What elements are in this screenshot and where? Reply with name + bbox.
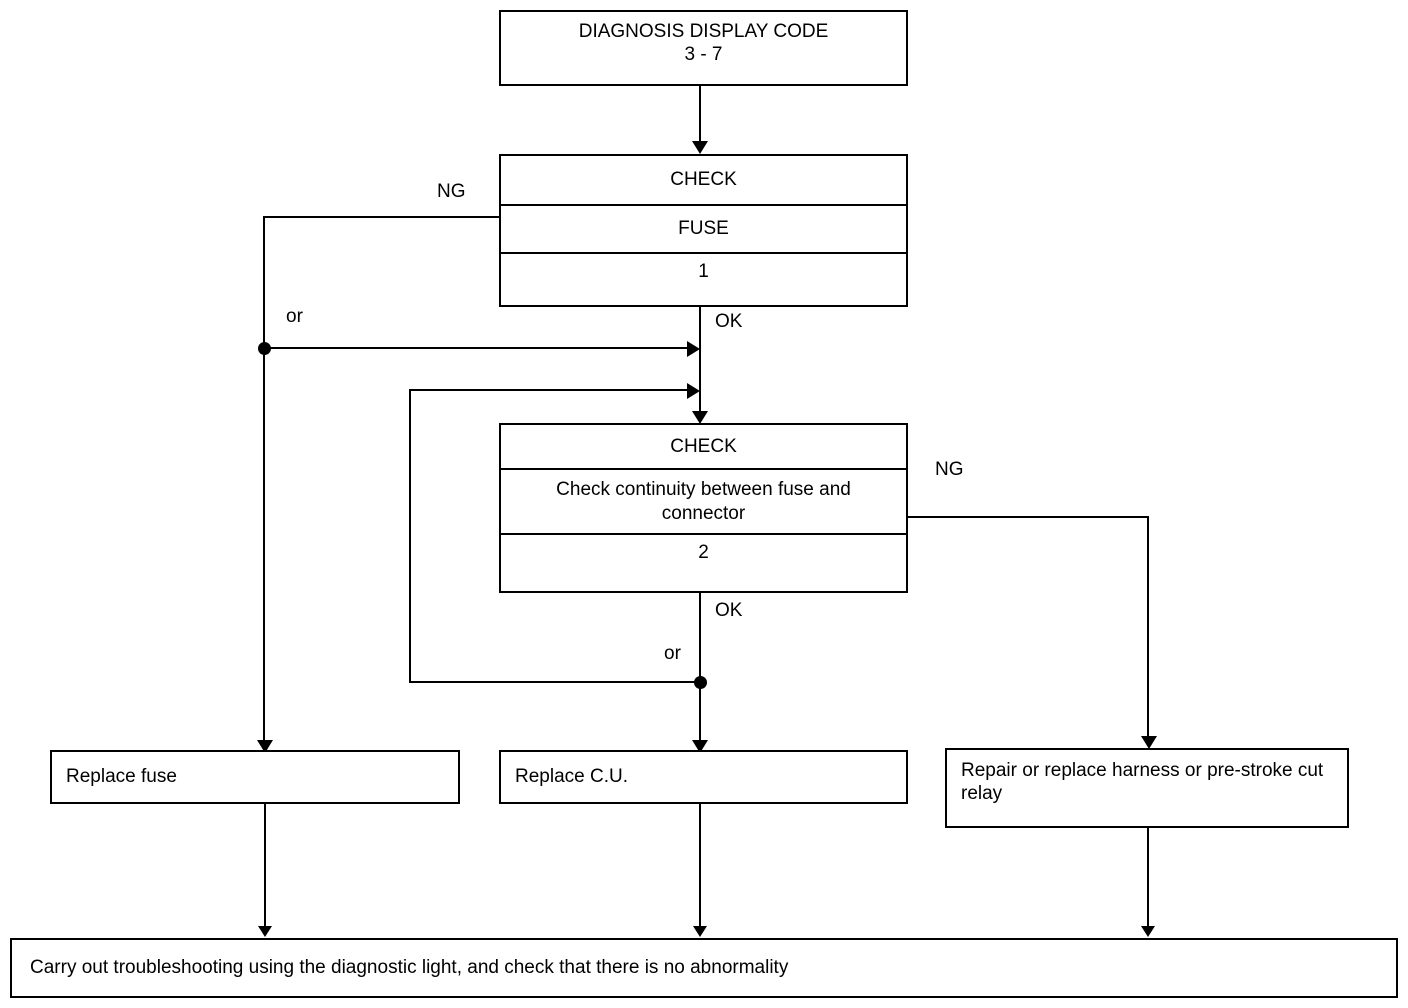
arrowhead-ng1-to-replace-fuse [257,740,273,753]
footer-box: Carry out troubleshooting using the diag… [10,938,1398,998]
connector-check1-ng-vertical [263,216,265,754]
check-box-2-header: CHECK [501,425,906,470]
edge-label-ng-2: NG [935,459,964,480]
edge-label-ok-2: OK [715,600,743,621]
action-box-replace-fuse-label: Replace fuse [52,752,458,802]
connector-start-to-check1 [699,86,701,142]
arrowhead-ng2-to-repair-harness [1141,736,1157,749]
footer-box-label: Carry out troubleshooting using the diag… [12,940,1396,996]
connector-or2-loop-horizontal [409,681,700,683]
arrowhead-or2-feedback [687,383,700,399]
action-box-replace-cu: Replace C.U. [499,750,908,804]
action-box-repair-harness-label: Repair or replace harness or pre-stroke … [947,750,1347,826]
check-box-1: CHECK FUSE 1 [499,154,908,307]
connector-or2-loop-vertical [409,389,411,683]
edge-label-ng-1: NG [437,181,466,202]
arrowhead-ok2-to-replace-cu [692,740,708,753]
connector-check1-ok-vertical [699,307,701,415]
arrowhead-replace-cu-to-footer [693,926,707,937]
action-box-replace-fuse: Replace fuse [50,750,460,804]
edge-label-ok-1: OK [715,311,743,332]
connector-check2-ng-horizontal [906,516,1149,518]
edge-label-or-1: or [286,306,303,327]
start-box-line2: 3 - 7 [684,44,723,66]
start-box-line1: DIAGNOSIS DISPLAY CODE [578,21,829,42]
arrowhead-start-to-check1 [692,141,708,154]
connector-replace-fuse-to-footer [264,804,266,930]
connector-check2-ng-vertical [1147,516,1149,741]
check-box-1-header: CHECK [501,156,906,206]
check-box-2: CHECK Check continuity between fuse and … [499,423,908,593]
junction-dot-or-2 [694,676,707,689]
connector-or2-feedback-horizontal [410,389,688,391]
connector-replace-cu-to-footer [699,804,701,930]
check-box-1-description: FUSE [501,206,906,254]
start-box: DIAGNOSIS DISPLAY CODE 3 - 7 [499,10,908,86]
edge-label-or-2: or [664,643,681,664]
check-box-2-step-number: 2 [501,535,906,591]
connector-repair-harness-to-footer [1147,828,1149,930]
action-box-repair-harness: Repair or replace harness or pre-stroke … [945,748,1349,828]
connector-or1-feedback-horizontal [264,347,688,349]
connector-check2-ok-vertical [699,593,701,754]
arrowhead-or1-feedback [687,341,700,357]
connector-check1-ng-horizontal [263,216,500,218]
start-box-text: DIAGNOSIS DISPLAY CODE 3 - 7 [501,12,906,84]
action-box-replace-cu-label: Replace C.U. [501,752,906,802]
check-box-1-step-number: 1 [501,254,906,305]
arrowhead-repair-harness-to-footer [1141,926,1155,937]
arrowhead-replace-fuse-to-footer [258,926,272,937]
check-box-2-description: Check continuity between fuse and connec… [501,470,906,535]
arrowhead-ok1-to-check2 [692,411,708,424]
